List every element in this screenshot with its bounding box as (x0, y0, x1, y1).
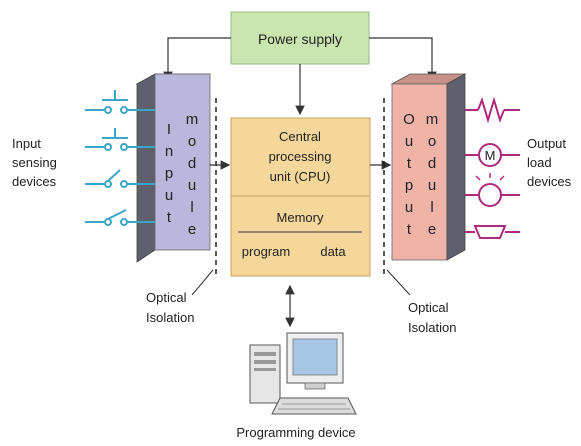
optical-right-line1: Optical (408, 300, 449, 315)
optical-isolation-left-label: Optical Isolation (146, 290, 194, 325)
output-module-letter: u (405, 133, 413, 150)
optical-right-line2: Isolation (408, 320, 456, 335)
output-module-letter: t (407, 155, 412, 172)
optical-isolation-lines (215, 98, 385, 275)
pushbutton-switch-icon (85, 128, 155, 151)
input-module-letter: t (167, 209, 172, 226)
input-module-letter: I (167, 121, 171, 138)
input-module-letter: o (188, 133, 196, 150)
output-devices-line2: load (527, 155, 552, 170)
output-loads (465, 96, 520, 239)
output-module-letter: e (428, 221, 436, 238)
limit-switch-icon (85, 169, 155, 188)
input-devices-line3: devices (12, 174, 57, 189)
power-supply-box: Power supply (230, 11, 370, 65)
power-supply-label: Power supply (258, 31, 342, 47)
input-module-letter: l (190, 199, 193, 216)
cpu-label-line3: unit (CPU) (270, 169, 331, 184)
output-module-letter: p (405, 177, 413, 194)
computer-icon (249, 332, 357, 415)
memory-label: Memory (277, 210, 324, 225)
optical-left-line2: Isolation (146, 310, 194, 325)
cpu-label-line2: processing (269, 149, 332, 164)
input-module-letter: d (188, 155, 196, 172)
output-devices-line3: devices (527, 174, 572, 189)
input-switches (85, 90, 155, 226)
motor-symbol: M (485, 148, 496, 163)
input-module-letter: e (188, 221, 196, 238)
solenoid-icon (465, 225, 520, 239)
output-module-letter: t (407, 221, 412, 238)
input-module-letter: m (186, 111, 199, 128)
lamp-icon (465, 173, 520, 207)
optical-left-line1: Optical (146, 290, 187, 305)
cpu-label-line1: Central (279, 129, 321, 144)
output-module-letter: o (428, 133, 436, 150)
output-module-letter: l (430, 199, 433, 216)
memory-data-label: data (320, 244, 346, 259)
pushbutton-switch-icon (85, 90, 155, 114)
input-devices-label: Input sensing devices (12, 136, 57, 189)
input-module-letter: u (165, 187, 173, 204)
float-switch-icon (85, 209, 155, 226)
memory-program-label: program (242, 244, 290, 259)
input-devices-line2: sensing (12, 155, 57, 170)
output-devices-label: Output load devices (527, 136, 572, 189)
input-devices-line1: Input (12, 136, 41, 151)
input-module-letter: p (165, 165, 173, 182)
output-module-letter: d (428, 155, 436, 172)
power-lines (163, 37, 437, 116)
input-module-letter: n (165, 143, 173, 160)
optical-isolation-right-label: Optical Isolation (408, 300, 456, 335)
programming-device-label: Programming device (236, 425, 355, 440)
optical-pointers (191, 269, 411, 296)
output-module-letter: O (403, 111, 415, 128)
output-module-letter: m (426, 111, 439, 128)
output-module: O u t p u t m o d u l e (390, 73, 467, 261)
input-module-letter: u (188, 177, 196, 194)
cpu-box: Central processing unit (CPU) Memory pro… (230, 117, 371, 277)
motor-icon (465, 143, 520, 167)
input-module: I n p u t m o d u l e (135, 73, 212, 263)
output-module-letter: u (405, 199, 413, 216)
output-devices-line1: Output (527, 136, 566, 151)
heater-icon (465, 96, 520, 124)
output-module-letter: u (428, 177, 436, 194)
